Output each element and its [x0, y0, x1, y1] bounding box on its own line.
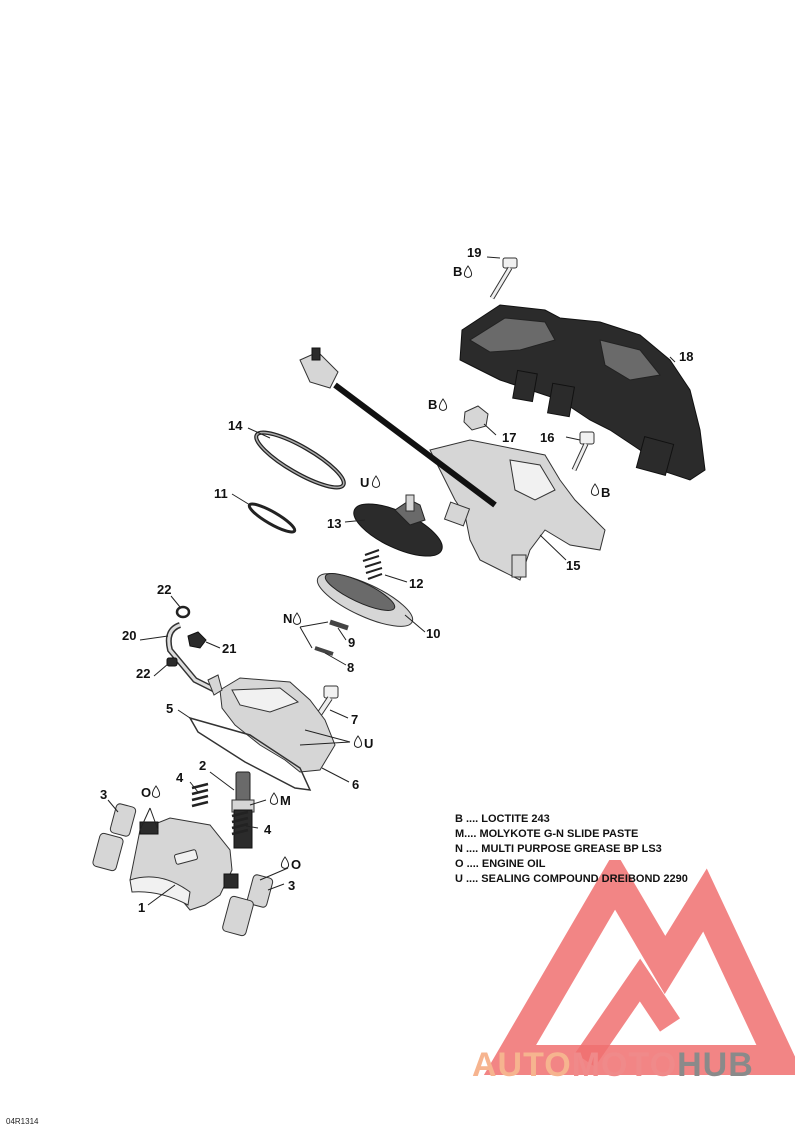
part-13-diaphragm — [353, 494, 443, 557]
droplet-icon — [371, 475, 381, 488]
svg-text:B: B — [428, 397, 437, 412]
automotohub-logo-icon — [483, 860, 795, 1075]
svg-text:N: N — [283, 611, 292, 626]
part-2-shaft — [231, 771, 255, 849]
callout-8: 8 — [347, 660, 354, 675]
svg-text:B: B — [453, 264, 462, 279]
callout-22-top: 22 — [157, 582, 171, 597]
marker-n-part9: N — [283, 611, 302, 626]
callout-16: 16 — [540, 430, 554, 445]
callout-3-right: 3 — [288, 878, 295, 893]
callout-7: 7 — [351, 712, 358, 727]
marker-b-part19: B — [453, 264, 473, 279]
callout-18: 18 — [679, 349, 693, 364]
legend-item: B .... LOCTITE 243 — [455, 813, 550, 825]
part-11-oring — [247, 502, 297, 534]
callout-13: 13 — [327, 516, 341, 531]
callout-9: 9 — [348, 635, 355, 650]
brand-moto: MOTO — [571, 1046, 678, 1084]
callout-10: 10 — [426, 626, 440, 641]
svg-text:U: U — [364, 736, 373, 751]
svg-text:U: U — [360, 475, 369, 490]
part-22-clamp-top — [175, 605, 191, 619]
marker-o-part3-right: O — [280, 856, 301, 872]
part-22-clamp-bottom — [166, 657, 178, 667]
callout-21: 21 — [222, 641, 236, 656]
part-12-spring — [362, 549, 383, 580]
droplet-icon — [590, 483, 600, 496]
droplet-icon — [353, 735, 363, 748]
marker-o-part3-left: O — [141, 785, 161, 800]
part-8-pin — [314, 646, 334, 656]
part-9-pin — [329, 619, 349, 631]
part-5-gasket — [188, 716, 312, 791]
part-6-cover — [207, 674, 336, 773]
leader-lines — [107, 256, 676, 906]
droplet-icon — [269, 792, 279, 805]
part-3-sleeve-right — [222, 874, 274, 937]
brand-hub: HUB — [677, 1046, 754, 1084]
callout-2: 2 — [199, 758, 206, 773]
callout-4-left: 4 — [176, 770, 184, 785]
sensor-rod — [299, 347, 497, 508]
svg-text:M: M — [280, 793, 291, 808]
legend-item: M.... MOLYKOTE G-N SLIDE PASTE — [455, 828, 639, 840]
part-4-spring-right — [231, 810, 249, 836]
part-4-spring-left — [191, 782, 209, 808]
callout-14: 14 — [228, 418, 243, 433]
droplet-icon — [292, 612, 302, 625]
legend-item: O .... ENGINE OIL — [455, 858, 546, 870]
callout-15: 15 — [566, 558, 580, 573]
callout-4-right: 4 — [264, 822, 272, 837]
callout-22-bottom: 22 — [136, 666, 150, 681]
part-14-oring — [254, 430, 346, 490]
droplet-icon — [280, 856, 290, 869]
compound-legend: B .... LOCTITE 243 M.... MOLYKOTE G-N SL… — [455, 812, 755, 887]
watermark-brand: AUTOMOTOHUB — [472, 1046, 754, 1085]
marker-b-part16: B — [590, 483, 610, 500]
part-17-nut — [463, 405, 489, 431]
marker-u-part6: U — [353, 735, 373, 751]
part-1-body — [129, 817, 239, 911]
brand-auto: AUTO — [472, 1046, 572, 1084]
callout-3-left: 3 — [100, 787, 107, 802]
callout-20: 20 — [122, 628, 136, 643]
svg-text:B: B — [601, 485, 610, 500]
marker-b-part17: B — [428, 397, 448, 412]
part-18-cover — [459, 304, 706, 481]
part-15-housing — [429, 439, 606, 581]
callout-11: 11 — [214, 486, 228, 501]
callout-19: 19 — [467, 245, 481, 260]
part-10-cup — [316, 573, 414, 627]
marker-u-part13: U — [360, 475, 381, 490]
legend-item: N .... MULTI PURPOSE GREASE BP LS3 — [455, 843, 662, 855]
svg-text:O: O — [141, 785, 151, 800]
part-21-connector — [187, 631, 207, 649]
marker-m-part2: M — [269, 792, 291, 808]
droplet-icon — [151, 785, 161, 798]
document-code: 04R1314 — [6, 1117, 39, 1126]
callout-1: 1 — [138, 900, 145, 915]
droplet-icon — [463, 265, 473, 278]
part-3-sleeve-left — [92, 803, 137, 872]
callout-12: 12 — [409, 576, 423, 591]
callout-6: 6 — [352, 777, 359, 792]
part-20-hose — [165, 622, 217, 693]
legend-item: U .... SEALING COMPOUND DREIBOND 2290 — [455, 873, 688, 885]
part-16-bolt — [571, 431, 595, 472]
part-19-bolt — [489, 257, 518, 300]
callout-17: 17 — [502, 430, 516, 445]
droplet-icon — [438, 398, 448, 411]
callout-5: 5 — [166, 701, 173, 716]
svg-text:O: O — [291, 857, 301, 872]
part-7-bolt — [315, 685, 339, 718]
